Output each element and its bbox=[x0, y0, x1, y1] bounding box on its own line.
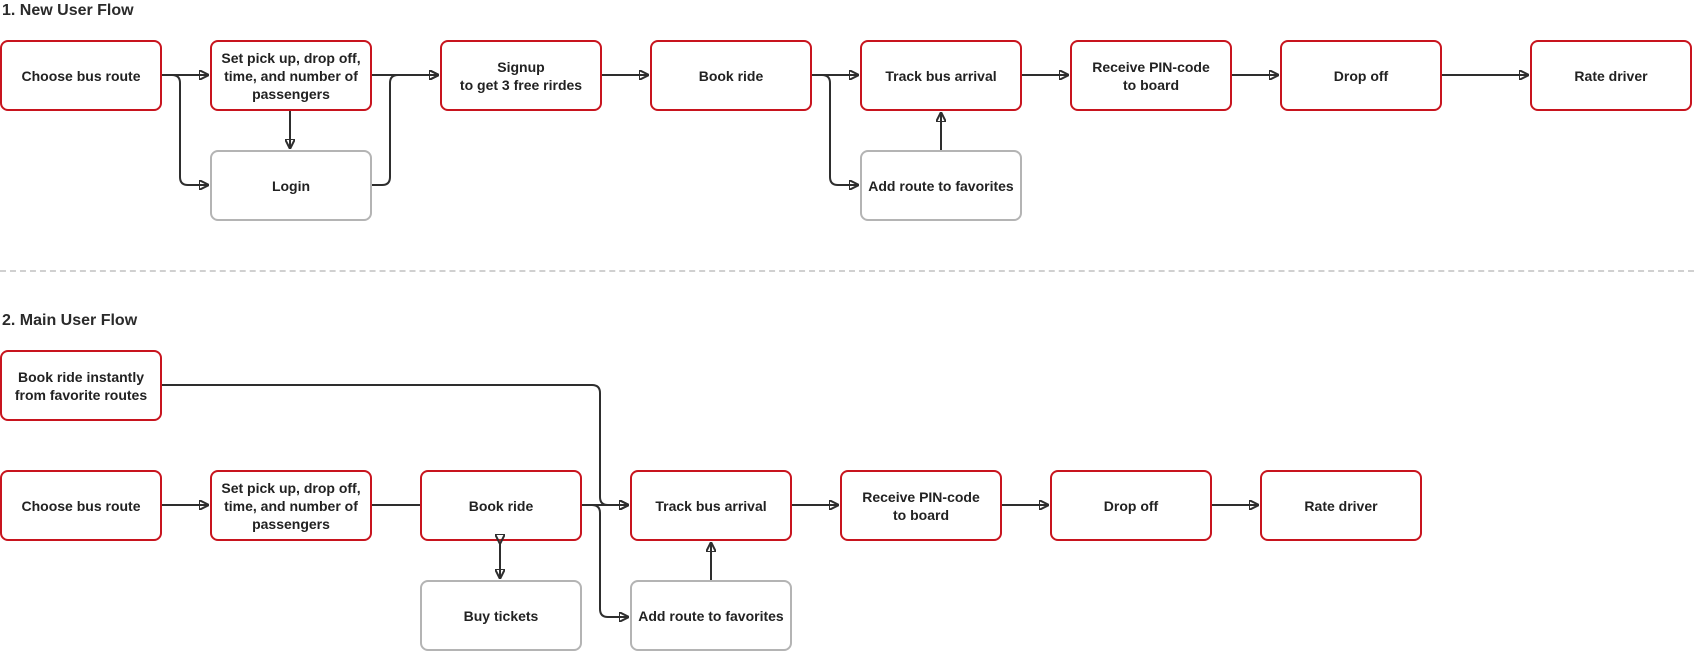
flow2-drop-off-node[interactable]: Drop off bbox=[1050, 470, 1212, 541]
flow1-book-ride-node[interactable]: Book ride bbox=[650, 40, 812, 111]
flow2-title: 2. Main User Flow bbox=[2, 312, 138, 329]
edge-book-to-favorites bbox=[812, 74, 858, 185]
edge-login-to-signup bbox=[372, 75, 438, 186]
flow2-choose-bus-route-node[interactable]: Choose bus route bbox=[0, 470, 162, 541]
flow1-login-node[interactable]: Login bbox=[210, 150, 372, 221]
edge-choose-to-login bbox=[162, 74, 208, 185]
flow2-set-pickup-node[interactable]: Set pick up, drop off, time, and number … bbox=[210, 470, 372, 541]
flow2-rate-driver-node[interactable]: Rate driver bbox=[1260, 470, 1422, 541]
flow1-drop-off-node[interactable]: Drop off bbox=[1280, 40, 1442, 111]
flow2-buy-tickets-node[interactable]: Buy tickets bbox=[420, 580, 582, 651]
flow2-add-route-to-favorites-node[interactable]: Add route to favorites bbox=[630, 580, 792, 651]
flow1-add-route-to-favorites-node[interactable]: Add route to favorites bbox=[860, 150, 1022, 221]
flow2-receive-pin-node[interactable]: Receive PIN-code to board bbox=[840, 470, 1002, 541]
edge-instant-to-track bbox=[162, 384, 628, 505]
edge-book-to-favorites-2 bbox=[582, 504, 628, 617]
flow1-track-bus-arrival-node[interactable]: Track bus arrival bbox=[860, 40, 1022, 111]
flow1-title: 1. New User Flow bbox=[2, 2, 134, 19]
flow2-book-instantly-node[interactable]: Book ride instantly from favorite routes bbox=[0, 350, 162, 421]
flow1-receive-pin-node[interactable]: Receive PIN-code to board bbox=[1070, 40, 1232, 111]
flow1-signup-node[interactable]: Signup to get 3 free rirdes bbox=[440, 40, 602, 111]
section-divider bbox=[0, 270, 1694, 272]
flow1-rate-driver-node[interactable]: Rate driver bbox=[1530, 40, 1692, 111]
flow1-set-pickup-node[interactable]: Set pick up, drop off, time, and number … bbox=[210, 40, 372, 111]
flow2-track-bus-arrival-node[interactable]: Track bus arrival bbox=[630, 470, 792, 541]
flow1-choose-bus-route-node[interactable]: Choose bus route bbox=[0, 40, 162, 111]
